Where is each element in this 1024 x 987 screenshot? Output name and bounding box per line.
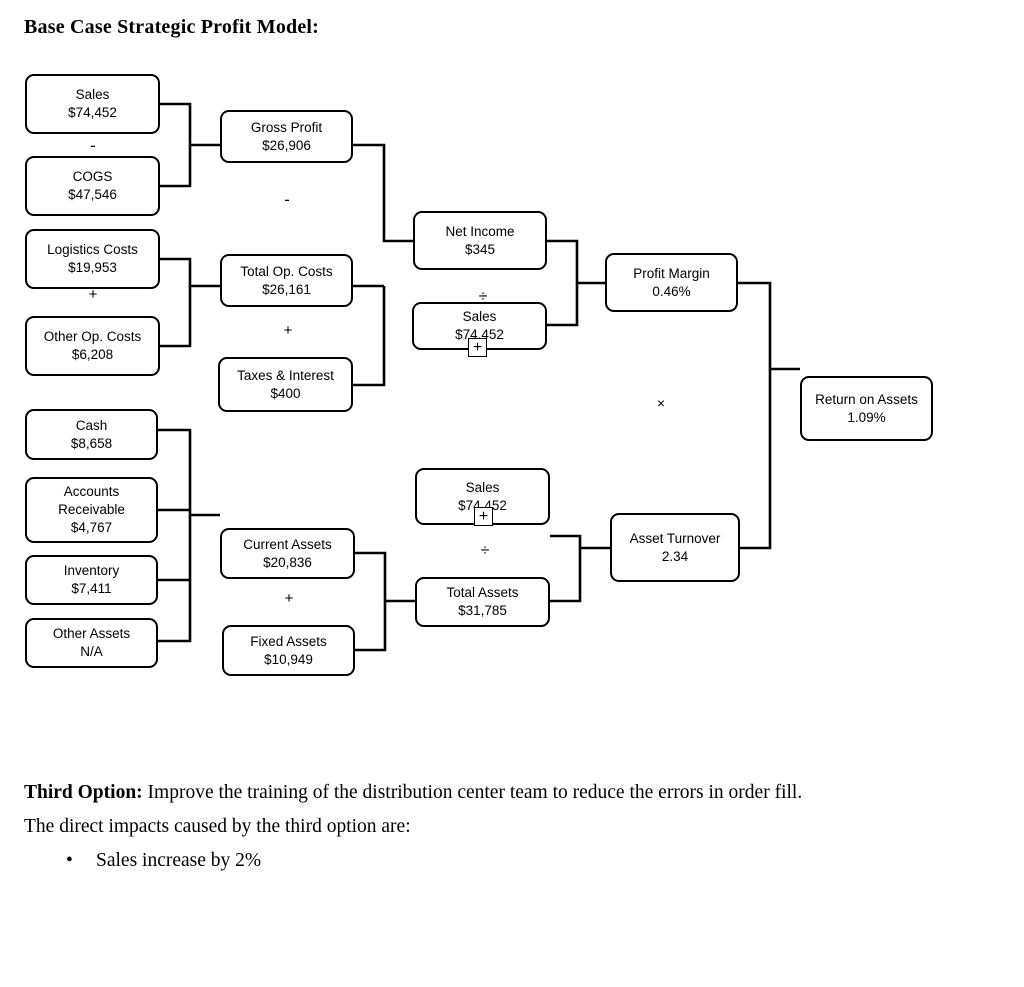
node-value: 1.09% [847, 409, 886, 425]
node-value: $26,906 [262, 137, 311, 153]
node-label: Asset Turnover [629, 530, 721, 546]
plus-cursor-icon: + [468, 338, 487, 357]
node-current-assets[interactable]: Current Assets $20,836 [220, 528, 355, 579]
node-label: Sales [75, 87, 110, 102]
node-value: $20,836 [263, 554, 312, 570]
node-total-op-costs[interactable]: Total Op. Costs $26,161 [220, 254, 353, 307]
node-label: Current Assets [243, 536, 332, 552]
node-taxes-interest[interactable]: Taxes & Interest $400 [218, 357, 353, 412]
node-return-on-assets[interactable]: Return on Assets 1.09% [800, 376, 933, 441]
node-value: $47,546 [68, 187, 117, 202]
connector-lines [158, 102, 800, 652]
node-label: Total Op. Costs [240, 263, 333, 279]
node-value: $31,785 [458, 603, 507, 618]
page-title: Base Case Strategic Profit Model: [24, 16, 320, 39]
node-other-op-costs[interactable]: Other Op. Costs $6,208 [25, 316, 160, 376]
node-label: Sales [462, 309, 497, 324]
operator-divide-netincome-sales: ÷ [478, 288, 488, 305]
node-value: $19,953 [68, 260, 117, 275]
node-total-assets[interactable]: Total Assets $31,785 [415, 577, 550, 627]
impacts-intro: The direct impacts caused by the third o… [24, 816, 411, 837]
node-value: $400 [270, 385, 301, 401]
node-label: Other Op. Costs [43, 329, 142, 344]
bullet-icon: • [66, 850, 73, 871]
node-value: $4,767 [70, 520, 113, 535]
plus-cursor-icon-secondary: + [474, 507, 493, 526]
node-label: Gross Profit [250, 119, 323, 135]
node-label-line2: Receivable [58, 502, 125, 517]
node-net-income[interactable]: Net Income $345 [413, 211, 547, 270]
node-label: Cash [75, 417, 108, 433]
node-other-assets[interactable]: Other Assets N/A [25, 618, 158, 668]
operator-plus-logistics-other: + [88, 286, 98, 303]
node-gross-profit[interactable]: Gross Profit $26,906 [220, 110, 353, 163]
node-cash[interactable]: Cash $8,658 [25, 409, 158, 460]
node-profit-margin[interactable]: Profit Margin 0.46% [605, 253, 738, 312]
node-label: Other Assets [52, 626, 131, 641]
operator-plus-opcosts-taxes: + [283, 322, 293, 339]
third-option-text: Improve the training of the distribution… [142, 782, 803, 803]
node-label: Return on Assets [815, 391, 918, 407]
node-value: $345 [464, 241, 496, 257]
operator-times-margin-turnover: × [656, 395, 666, 411]
node-label: Accounts [63, 484, 120, 499]
bullet-text: Sales increase by 2% [96, 850, 262, 871]
operator-plus-current-fixed: + [284, 590, 294, 607]
node-value: $26,161 [262, 281, 311, 297]
node-value: N/A [80, 644, 103, 659]
node-label: Profit Margin [633, 265, 710, 281]
node-label: Inventory [63, 563, 120, 578]
node-cogs[interactable]: COGS $47,546 [25, 156, 160, 216]
node-asset-turnover[interactable]: Asset Turnover 2.34 [610, 513, 740, 582]
node-label: Sales [465, 479, 500, 495]
operator-minus-gross-op: - [284, 190, 290, 209]
node-label: Fixed Assets [250, 633, 327, 649]
body-text: Third Option: Improve the training of th… [24, 776, 974, 878]
node-value: 0.46% [652, 283, 691, 299]
node-value: $74,452 [458, 497, 507, 513]
node-value: $6,208 [71, 347, 114, 362]
node-label: Taxes & Interest [237, 367, 334, 383]
node-value: $74,452 [455, 327, 504, 342]
operator-minus-sales-cogs: - [90, 136, 96, 155]
node-label: Net Income [445, 223, 515, 239]
node-logistics-costs[interactable]: Logistics Costs $19,953 [25, 229, 160, 289]
node-value: 2.34 [661, 548, 689, 564]
node-value: $8,658 [70, 435, 113, 451]
node-value: $7,411 [71, 581, 112, 596]
list-item: • Sales increase by 2% [24, 844, 974, 878]
operator-divide-sales-totalassets: ÷ [480, 542, 490, 559]
node-fixed-assets[interactable]: Fixed Assets $10,949 [222, 625, 355, 676]
third-option-label: Third Option: [24, 782, 143, 803]
node-accounts-receivable[interactable]: Accounts Receivable $4,767 [25, 477, 158, 543]
strategic-profit-model-diagram: Sales $74,452 - COGS $47,546 Logistics C… [0, 40, 1024, 700]
node-inventory[interactable]: Inventory $7,411 [25, 555, 158, 605]
node-label: Logistics Costs [47, 242, 138, 257]
node-value: $74,452 [68, 105, 117, 120]
node-label: Total Assets [446, 585, 519, 600]
node-label: COGS [72, 169, 113, 184]
third-option-paragraph: Third Option: Improve the training of th… [24, 776, 974, 810]
node-sales-top[interactable]: Sales $74,452 [25, 74, 160, 134]
node-value: $10,949 [264, 651, 313, 667]
